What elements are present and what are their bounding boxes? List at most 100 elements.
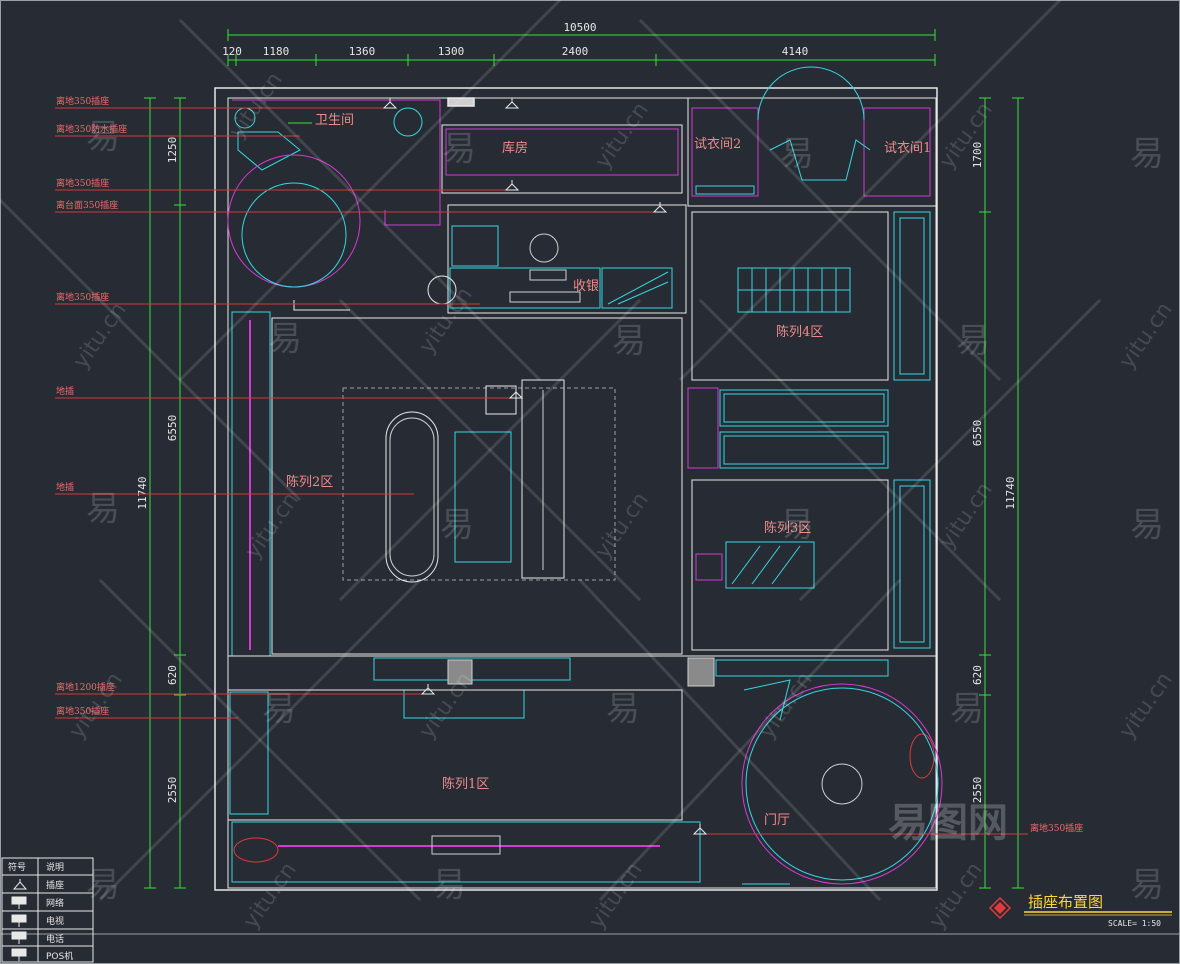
drawing-title: 插座布置图 [1028, 893, 1103, 911]
watermark-url: yitu.cn [590, 488, 653, 564]
room-label-storage: 库房 [502, 140, 528, 156]
watermark-char: 易 [268, 319, 302, 359]
phone-icon [11, 931, 27, 944]
dim-right-total: 11740 [1004, 476, 1017, 509]
toilet-room [227, 99, 441, 311]
cashier-area [427, 204, 687, 314]
dim-top-total: 10500 [563, 21, 596, 34]
watermark-url: yitu.cn [414, 668, 477, 744]
dim-top-seg-5: 2400 [562, 45, 589, 58]
watermark-char: 易 [612, 321, 646, 361]
watermark-url: yitu.cn [1114, 298, 1177, 374]
room-label-cashier: 收银 [573, 279, 599, 294]
leader-label-1: 离地350插座 [56, 95, 109, 107]
room-label-zone3: 陈列3区 [764, 520, 811, 536]
legend-table [1, 857, 94, 963]
watermark-url: yitu.cn [590, 98, 653, 174]
socket-icon [508, 388, 524, 399]
dim-left-total: 11740 [136, 476, 149, 509]
watermark-char: 易 [606, 689, 640, 729]
fitting-rooms [687, 66, 937, 207]
legend-label-socket: 插座 [46, 879, 64, 891]
storage-room [441, 124, 683, 194]
socket-icon [504, 98, 520, 109]
socket-symbols [382, 98, 708, 835]
room-label-zone2: 陈列2区 [286, 474, 333, 490]
socket-icon [504, 180, 520, 191]
watermark-url: yitu.cn [934, 478, 997, 554]
room-label-lobby: 门厅 [764, 813, 790, 828]
tv-icon [11, 914, 27, 927]
leader-label-10: 离地350插座 [1030, 822, 1083, 834]
watermark-url: yitu.cn [68, 298, 131, 374]
legend-header-desc: 说明 [46, 861, 64, 873]
socket-icon [382, 98, 398, 109]
watermark-logo: 易图网 [888, 800, 1008, 846]
legend-label-network: 网络 [46, 897, 64, 909]
dim-top-seg-3: 1360 [349, 45, 376, 58]
top-dimensions [227, 29, 936, 66]
dim-top-seg-6: 4140 [782, 45, 809, 58]
dim-top-seg-4: 1300 [438, 45, 465, 58]
watermark-char: 易 [950, 689, 984, 729]
display-zone-4 [691, 211, 931, 381]
right-dimensions [979, 97, 1024, 889]
network-icon [11, 896, 27, 909]
watermark-char: 易 [780, 134, 814, 174]
watermark-char: 易 [1130, 865, 1164, 905]
room-label-zone4: 陈列4区 [776, 324, 823, 340]
dim-left-seg-2: 6550 [166, 415, 179, 442]
leader-label-6: 地插 [56, 385, 74, 397]
drawing-scale: SCALE= 1:50 [1108, 919, 1161, 928]
watermark-url: yitu.cn [1114, 668, 1177, 744]
watermark-url: yitu.cn [414, 283, 477, 359]
watermark-url: yitu.cn [754, 668, 817, 744]
watermark-url: yitu.cn [924, 858, 987, 934]
watermark-char: 易 [432, 865, 466, 905]
room-label-toilet: 卫生间 [315, 113, 354, 128]
socket-icon [692, 824, 708, 835]
dim-left-seg-3: 620 [166, 665, 179, 685]
dim-top-seg-1: 120 [222, 45, 242, 58]
legend-label-pos: POS机 [46, 950, 73, 962]
dim-right-seg-4: 2550 [971, 777, 984, 804]
leader-label-8: 离地1200插座 [56, 681, 115, 693]
legend-header-symbol: 符号 [8, 861, 26, 873]
watermark-diagonals [0, 0, 1102, 902]
socket-icon [652, 202, 668, 213]
watermark-char: 易 [956, 321, 990, 361]
legend-icons [11, 879, 28, 961]
room-label-fitting1: 试衣间1 [884, 140, 931, 156]
dim-left-seg-4: 2550 [166, 777, 179, 804]
legend-label-phone: 电话 [46, 933, 64, 945]
room-label-fitting2: 试衣间2 [694, 136, 741, 152]
room-label-zone1: 陈列1区 [442, 776, 489, 792]
title-mark-icon [988, 896, 1012, 920]
title-block [988, 896, 1172, 920]
display-zone-2 [231, 311, 683, 657]
watermark-char: 易 [1130, 505, 1164, 545]
leader-label-5: 离地350插座 [56, 291, 109, 303]
dim-top-seg-2: 1180 [263, 45, 290, 58]
watermark-url: yitu.cn [238, 858, 301, 934]
watermark-char: 易 [780, 505, 814, 545]
socket-icon [12, 879, 28, 890]
watermark-char: 易 [86, 865, 120, 905]
watermark-char: 易 [440, 505, 474, 545]
watermark-char: 易 [86, 489, 120, 529]
leader-label-7: 地插 [56, 481, 74, 493]
watermark-char: 易 [1130, 134, 1164, 174]
legend-label-tv: 电视 [46, 915, 64, 927]
display-zone-1 [227, 689, 935, 883]
leader-label-3: 离地350插座 [56, 177, 109, 189]
dim-right-seg-2: 6550 [971, 420, 984, 447]
left-dimensions [144, 97, 186, 889]
watermark-url: yitu.cn [64, 668, 127, 744]
outer-walls [214, 87, 938, 891]
watermark-char: 易 [86, 117, 120, 157]
middle-partition [228, 655, 936, 719]
socket-icon [420, 684, 436, 695]
watermark-url: yitu.cn [584, 858, 647, 934]
leader-label-4: 离台面350插座 [56, 199, 118, 211]
